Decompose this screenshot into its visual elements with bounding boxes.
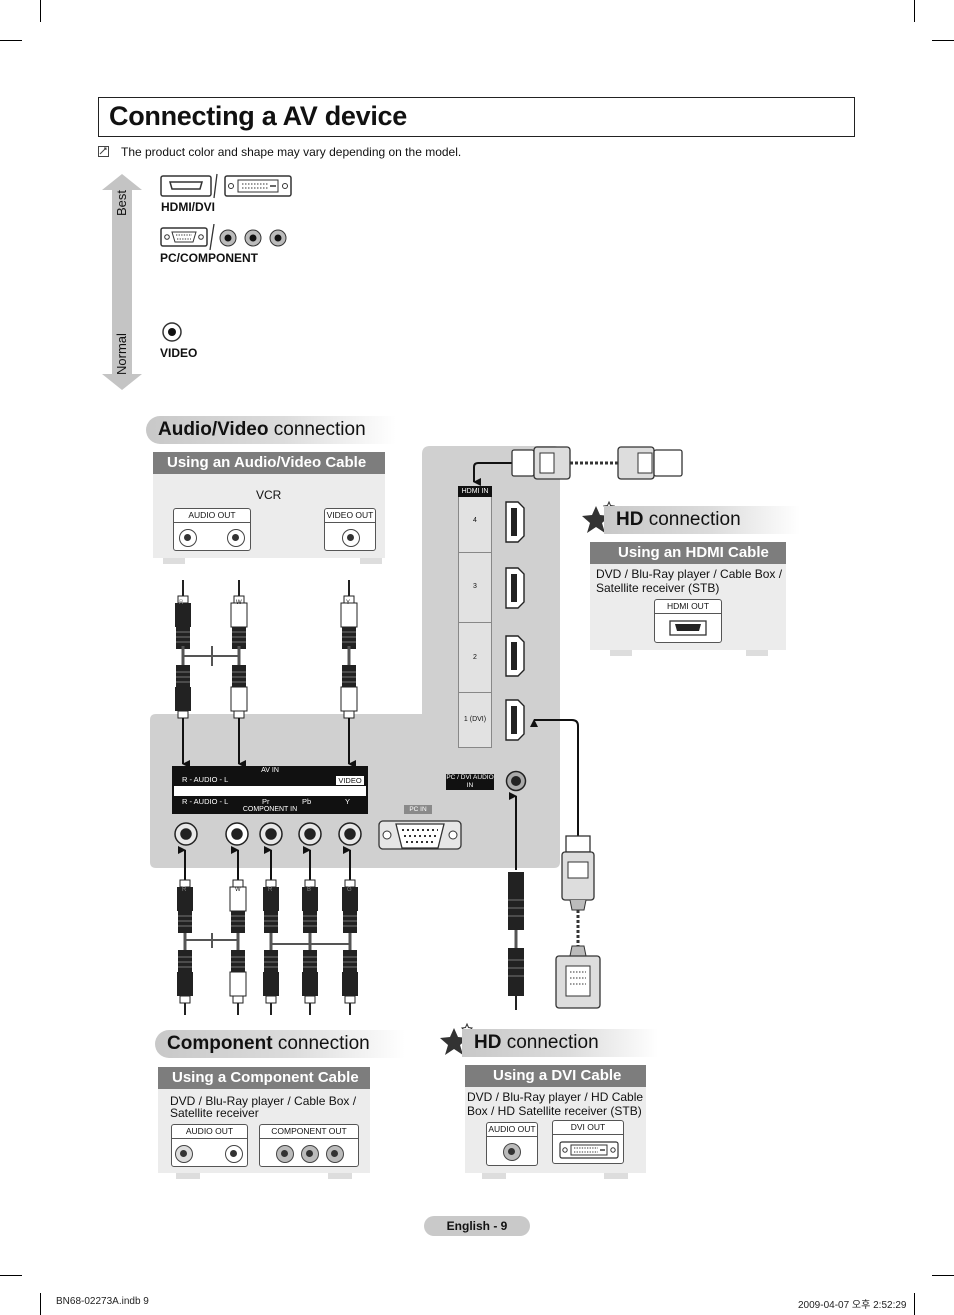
av-header-bold: Audio/Video — [158, 419, 269, 440]
pc-component-connector-icon — [160, 224, 287, 250]
dvi-audio-out-box: AUDIO OUT — [486, 1122, 538, 1166]
dvi-out-box: DVI OUT — [552, 1120, 624, 1164]
hdmi-port-4-label: 4 — [473, 517, 477, 524]
hd-header-rest: connection — [643, 509, 741, 530]
plug-w-top: W — [236, 600, 242, 606]
plug-w-bottom: W — [235, 887, 241, 893]
dvi-cable-tab: Using a DVI Cable — [465, 1065, 646, 1087]
component-header-rest: connection — [272, 1033, 370, 1054]
av-video-out-box: VIDEO OUT — [324, 508, 376, 551]
component-y-jack — [326, 1145, 344, 1163]
pc-dvi-audio-in-label: PC / DVI AUDIO IN — [446, 774, 494, 790]
av-header-rest: connection — [268, 419, 366, 440]
hd-dvi-header-rest: connection — [501, 1032, 599, 1053]
av-audio-out-label: AUDIO OUT — [174, 509, 250, 523]
video-in-label: VIDEO — [336, 776, 364, 785]
pc-in-label: PC IN — [404, 805, 432, 814]
dvi-out-label: DVI OUT — [553, 1121, 623, 1135]
video-label: VIDEO — [160, 346, 198, 360]
slug-right: 2009-04-07 오후 2:52:29 — [798, 1300, 907, 1311]
dvi-out-port-icon — [559, 1141, 619, 1159]
component-device-label: DVD / Blu-Ray player / Cable Box / Satel… — [170, 1094, 357, 1120]
bottom-component-plugs — [176, 846, 359, 1015]
white-audio-jack — [227, 529, 245, 547]
plug-b-bottom: B — [307, 887, 312, 893]
hdmi-dvi-connector-icon — [160, 173, 292, 199]
dvi-device-label: DVD / Blu-Ray player / HD Cable Box / HD… — [467, 1090, 644, 1118]
slug-left: BN68-02273A.indb 9 — [56, 1296, 149, 1307]
av-audio-out-box: AUDIO OUT — [173, 508, 251, 551]
hdmi-cable-tab: Using an HDMI Cable — [590, 542, 786, 564]
page-title-box: Connecting a AV device — [98, 97, 855, 137]
component-pr-jack — [276, 1145, 294, 1163]
hdmi-out-box: HDMI OUT — [654, 599, 722, 643]
page-title: Connecting a AV device — [109, 101, 407, 131]
audio-row-label-top: R - AUDIO - L — [182, 775, 229, 784]
component-out-box: COMPONENT OUT — [259, 1124, 359, 1167]
dvi-audio-out-jack — [503, 1143, 521, 1161]
component-audio-out-label: AUDIO OUT — [172, 1125, 247, 1139]
component-cable-tab: Using a Component Cable — [158, 1067, 370, 1089]
pc-dvi-audio-jack — [505, 770, 527, 792]
pc-in-vga-port — [378, 820, 462, 850]
av-connection-header: Audio/Video connection — [146, 416, 396, 444]
hd-dvi-connection-header: HD connection — [462, 1029, 658, 1057]
component-audio-out-box: AUDIO OUT — [171, 1124, 248, 1167]
page-number: English - 9 — [424, 1216, 530, 1236]
audio-row-label-bottom: R - AUDIO - L — [182, 797, 229, 806]
plug-y-top: Y — [346, 600, 351, 606]
tv-rear-panel — [150, 446, 560, 868]
pc-component-label: PC/COMPONENT — [160, 251, 259, 265]
hdmi-out-label: HDMI OUT — [655, 600, 721, 614]
video-out-jack — [342, 529, 360, 547]
hdmi-dvi-label: HDMI/DVI — [161, 200, 215, 214]
component-header-bold: Component — [167, 1033, 273, 1054]
hdmi-port-1-label: 1 (DVI) — [463, 716, 487, 723]
component-red-audio-jack — [175, 1145, 193, 1163]
hdmi-ports-icon — [505, 501, 525, 741]
plug-g-bottom: G — [347, 887, 352, 893]
hd-connection-header: HD connection — [604, 506, 800, 534]
av-video-out-label: VIDEO OUT — [325, 509, 375, 523]
plug-r2-bottom: R — [268, 887, 273, 893]
component-out-label: COMPONENT OUT — [260, 1125, 358, 1139]
red-audio-jack — [179, 529, 197, 547]
component-pb-jack — [301, 1145, 319, 1163]
hd-header-bold: HD — [616, 509, 644, 530]
hdmi-out-port-icon — [669, 620, 707, 636]
hdmi-port-2-label: 2 — [473, 654, 477, 661]
component-connection-header: Component connection — [155, 1030, 405, 1058]
note-icon — [98, 146, 109, 157]
plug-r-bottom: R — [182, 887, 187, 893]
component-in-label: COMPONENT IN — [242, 806, 298, 813]
hdmi-port-3-label: 3 — [473, 583, 477, 590]
best-label: Best — [114, 189, 129, 216]
av-in-jacks — [174, 822, 362, 846]
comp-pr-label: Pr — [262, 797, 270, 806]
normal-label: Normal — [114, 333, 129, 375]
comp-pb-label: Pb — [302, 797, 312, 806]
av-in-label: AV IN — [261, 767, 279, 774]
quality-arrow-icon — [102, 174, 142, 390]
video-jack-icon — [162, 322, 182, 342]
hdmi-in-column — [458, 486, 492, 748]
note-text: The product color and shape may vary dep… — [121, 145, 462, 159]
comp-y-label: Y — [345, 797, 351, 806]
dvi-audio-out-label: AUDIO OUT — [487, 1123, 537, 1137]
hd-dvi-header-bold: HD — [474, 1032, 502, 1053]
hdmi-device-label: DVD / Blu-Ray player / Cable Box / Satel… — [596, 567, 783, 595]
av-cable-tab: Using an Audio/Video Cable — [153, 452, 385, 474]
av-device-label: VCR — [256, 488, 282, 502]
component-white-audio-jack — [225, 1145, 243, 1163]
hdmi-in-label: HDMI IN — [458, 486, 492, 497]
